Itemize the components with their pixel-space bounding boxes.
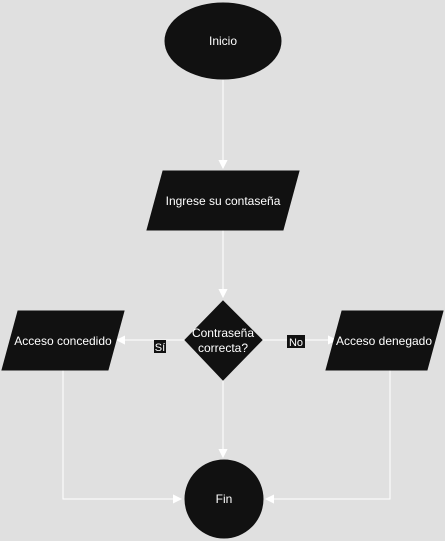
decision-node-label-line2: correcta?	[198, 341, 248, 355]
decision-node[interactable]: Contraseña correcta?	[184, 300, 263, 381]
input-node[interactable]: Ingrese su contaseña	[146, 170, 300, 231]
denied-node[interactable]: Acceso denegado	[325, 310, 444, 371]
edge-granted-to-end	[62, 370, 181, 499]
denied-node-label: Acceso denegado	[336, 334, 432, 348]
edge-denied-to-end	[266, 370, 391, 499]
decision-node-label-line1: Contraseña	[192, 326, 254, 340]
edge-label-yes-text: Sí	[155, 342, 165, 354]
start-node-label: Inicio	[209, 34, 237, 48]
edges	[62, 79, 391, 499]
edge-label-yes: Sí	[154, 340, 166, 354]
granted-node-label: Acceso concedido	[14, 334, 112, 348]
edge-label-no: No	[287, 335, 305, 349]
granted-node[interactable]: Acceso concedido	[1, 310, 125, 371]
edge-label-no-text: No	[289, 337, 303, 349]
end-node[interactable]: Fin	[184, 459, 264, 539]
end-node-label: Fin	[216, 492, 233, 506]
input-node-label: Ingrese su contaseña	[166, 194, 281, 208]
start-node[interactable]: Inicio	[164, 2, 282, 80]
